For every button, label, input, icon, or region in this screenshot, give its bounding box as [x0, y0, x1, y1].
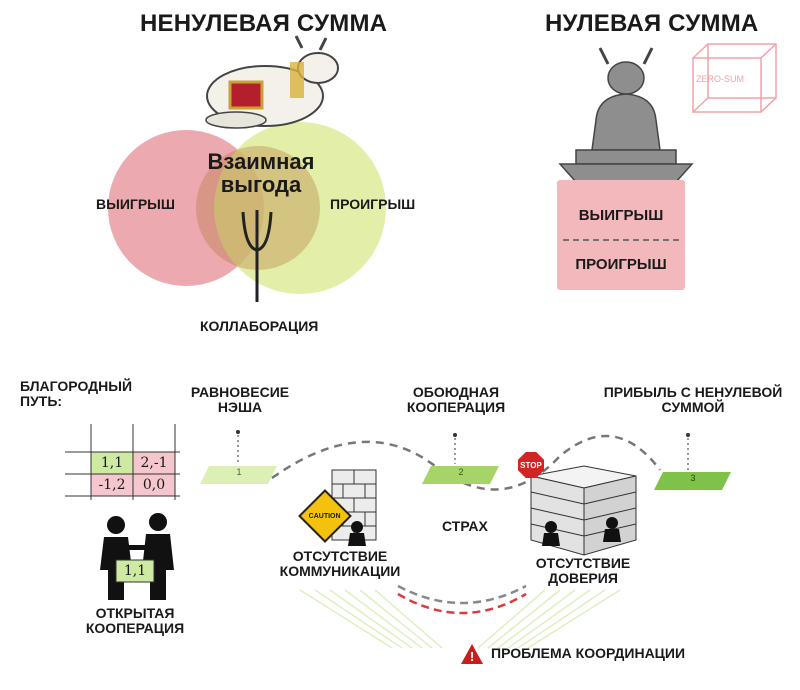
path-lower-gray [397, 584, 527, 605]
caution-sign-text: CAUTION [309, 512, 341, 520]
matrix-cell-1-0: -1,2 [98, 477, 126, 493]
trident-icon [241, 210, 273, 302]
venn-center-label: Взаимная выгода [196, 150, 326, 196]
marker-2-shape [422, 466, 499, 484]
venn-left-label: ВЫИГРЫШ [96, 196, 175, 212]
matrix-cell-0-0: 1,1 [100, 455, 124, 471]
venn-center-line2: выгода [220, 172, 302, 198]
venn-bottom-label: КОЛЛАБОРАЦИЯ [200, 318, 319, 334]
noble-path-label: БЛАГОРОДНЫЙ ПУТЬ: [20, 378, 132, 409]
coordination-problem-label: ПРОБЛЕМА КООРДИНАЦИИ [491, 645, 686, 661]
cooperation-sign-value: 1,1 [123, 563, 147, 579]
fear-label: СТРАХ [442, 518, 488, 534]
zero-sum-box [557, 180, 685, 290]
green-rays [299, 589, 621, 649]
matrix-cell-1-1: 0,0 [142, 477, 166, 493]
venn-right-label: ПРОИГРЫШ [330, 196, 416, 212]
marker-1-shape [200, 466, 277, 484]
stage-label-nonzero-profit: ПРИБЫЛЬ С НЕНУЛЕВОЙ СУММОЙ [603, 384, 783, 415]
marker-2-number: 2 [458, 467, 464, 477]
matrix-grid [65, 424, 180, 500]
title-non-zero-sum: НЕНУЛЕВАЯ СУММА [140, 10, 388, 37]
idol-statue-icon [558, 47, 694, 183]
zero-sum-top-label: ВЫИГРЫШ [578, 207, 664, 224]
cow-icon [205, 35, 339, 129]
stage-label-nash: РАВНОВЕСИЕ НЭША [190, 384, 290, 415]
no-communication-label: ОТСУТСТВИЕ КОММУНИКАЦИИ [279, 548, 401, 579]
path-lower-red [397, 592, 527, 615]
marker-1-number: 1 [236, 467, 242, 477]
open-cooperation-label: ОТКРЫТАЯ КООПЕРАЦИЯ [85, 605, 185, 636]
zero-sum-bottom-label: ПРОИГРЫШ [575, 256, 667, 273]
zero-sum-cube [692, 43, 777, 113]
matrix-cell-0-1: 2,-1 [140, 455, 168, 471]
globe-icon [196, 146, 320, 270]
stop-sign-icon: STOP [518, 452, 544, 478]
stage-label-mutual: ОБОЮДНАЯ КООПЕРАЦИЯ [406, 384, 506, 415]
brick-cube-icon [530, 465, 637, 556]
stop-sign-text: STOP [520, 460, 542, 470]
people-cooperation-icon [100, 513, 174, 600]
marker-3-number: 3 [690, 473, 696, 483]
path-upper-wave [271, 434, 661, 491]
zero-sum-cube-text: ZERO-SUM [696, 74, 744, 84]
venn-center-line1: Взаимная [207, 149, 315, 174]
title-zero-sum: НУЛЕВАЯ СУММА [545, 10, 759, 37]
marker-3-shape [654, 472, 731, 490]
no-trust-label: ОТСУТСТВИЕ ДОВЕРИЯ [535, 555, 631, 586]
warning-icon-glyph: ! [469, 649, 475, 664]
